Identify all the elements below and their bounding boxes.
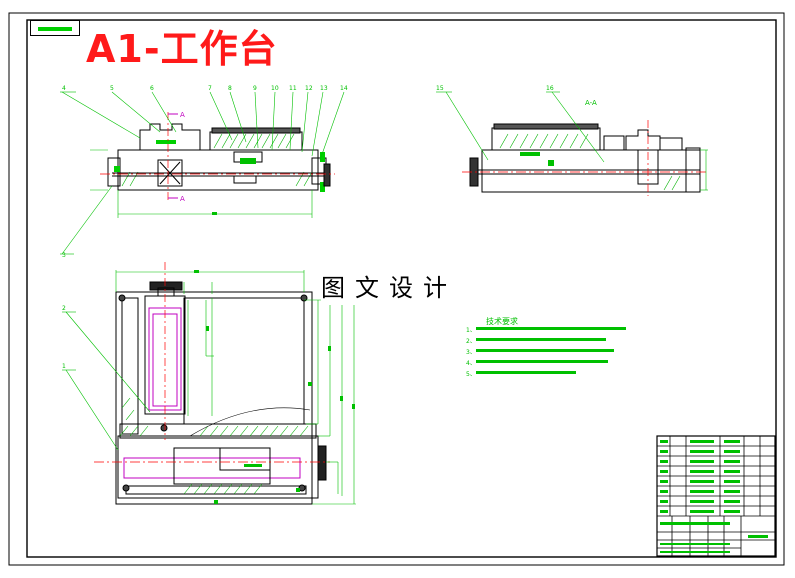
section-mark-bottom: A	[180, 195, 185, 203]
tech-requirement-item: 1、	[466, 327, 476, 334]
tech-requirement-item: 5、	[466, 371, 476, 378]
part-number-label: 6	[150, 85, 154, 92]
part-number-label: 7	[208, 85, 212, 92]
title-block	[656, 435, 776, 557]
section-marks: A A	[168, 111, 185, 203]
front-dimensions	[90, 149, 313, 218]
part-number-label: 12	[305, 85, 313, 92]
part-number-label: 15	[436, 85, 444, 92]
part-number-label: 4	[62, 85, 66, 92]
section-view-label: A-A	[585, 99, 597, 107]
part-number-label: 1	[62, 363, 66, 370]
plan-view	[115, 281, 327, 505]
part-number-labels-right: 15 16	[436, 85, 554, 92]
drawing-title: A1-工作台	[86, 27, 278, 71]
plan-dimensions	[115, 270, 356, 505]
title-block-fill	[660, 440, 768, 553]
outer-border	[8, 12, 785, 566]
front-leaders	[60, 91, 345, 255]
plan-leaders	[62, 311, 151, 451]
section-mark-top: A	[180, 111, 185, 119]
section-view	[469, 123, 701, 193]
part-number-label: 5	[110, 85, 114, 92]
drawing-tag-box	[30, 20, 80, 36]
tech-requirements-heading: 技术要求	[486, 317, 518, 326]
part-number-label: 10	[271, 85, 279, 92]
tech-requirement-item: 3、	[466, 349, 476, 356]
tech-requirement-item: 4、	[466, 360, 476, 367]
part-number-label: 3	[62, 252, 66, 259]
drawing-tag-bar	[38, 27, 72, 31]
inner-border	[26, 19, 777, 558]
part-number-label: 2	[62, 305, 66, 312]
part-number-label: 13	[320, 85, 328, 92]
part-number-label: 16	[546, 85, 554, 92]
watermark-text: 图文设计	[321, 271, 481, 305]
part-number-labels-left: 2 1	[62, 305, 66, 370]
tech-requirement-item: 2、	[466, 338, 476, 345]
front-view	[107, 123, 331, 192]
part-number-label: 9	[253, 85, 257, 92]
section-leaders	[436, 91, 708, 191]
part-number-label: 8	[228, 85, 232, 92]
part-number-label: 11	[289, 85, 297, 92]
part-number-label: 14	[340, 85, 348, 92]
tech-requirement-bars	[476, 327, 626, 374]
part-number-labels-top: 4 5 6 7 8 9 10 11 12 13 14 3	[62, 85, 348, 259]
